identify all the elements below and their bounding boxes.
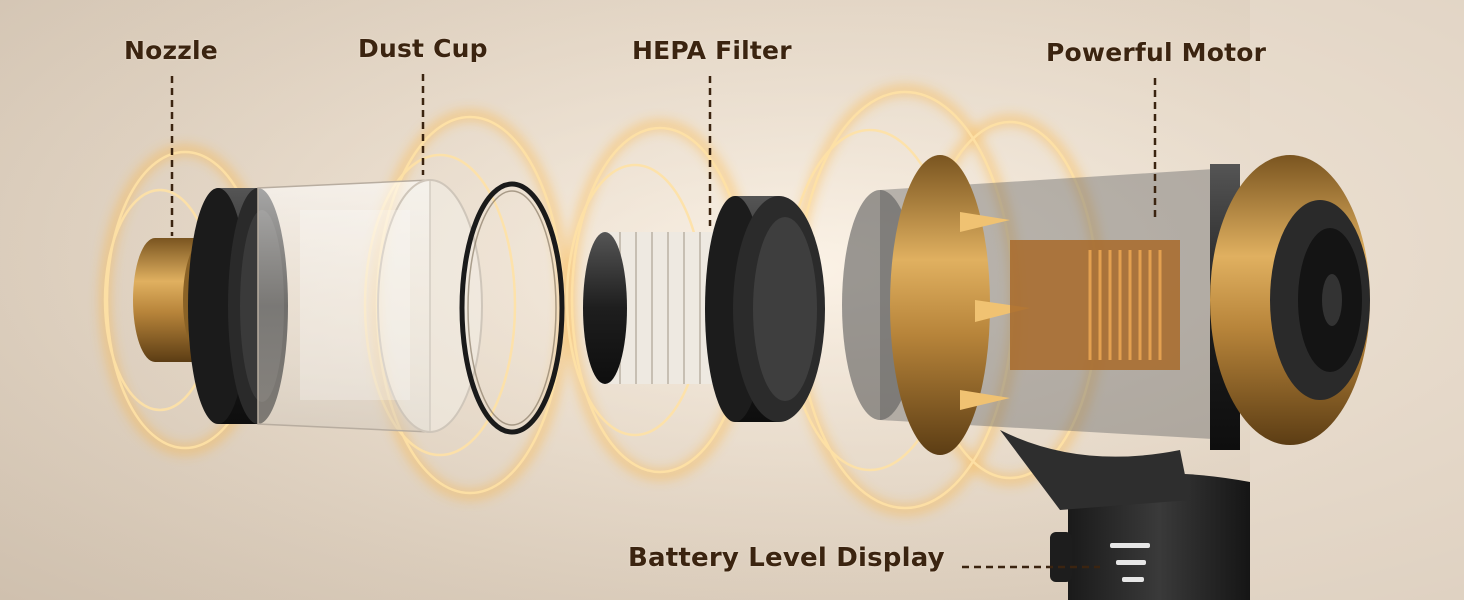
leader-lines bbox=[170, 74, 1157, 569]
motor-part bbox=[842, 155, 1370, 600]
dust-cup-label: Dust Cup bbox=[358, 34, 488, 63]
hepa-filter-part bbox=[583, 196, 825, 422]
dust-cup-part bbox=[188, 179, 565, 435]
hepa-filter-label: HEPA Filter bbox=[632, 36, 792, 65]
nozzle-label: Nozzle bbox=[124, 36, 218, 65]
battery-level-label: Battery Level Display bbox=[628, 543, 945, 573]
motor-label: Powerful Motor bbox=[1046, 38, 1267, 67]
